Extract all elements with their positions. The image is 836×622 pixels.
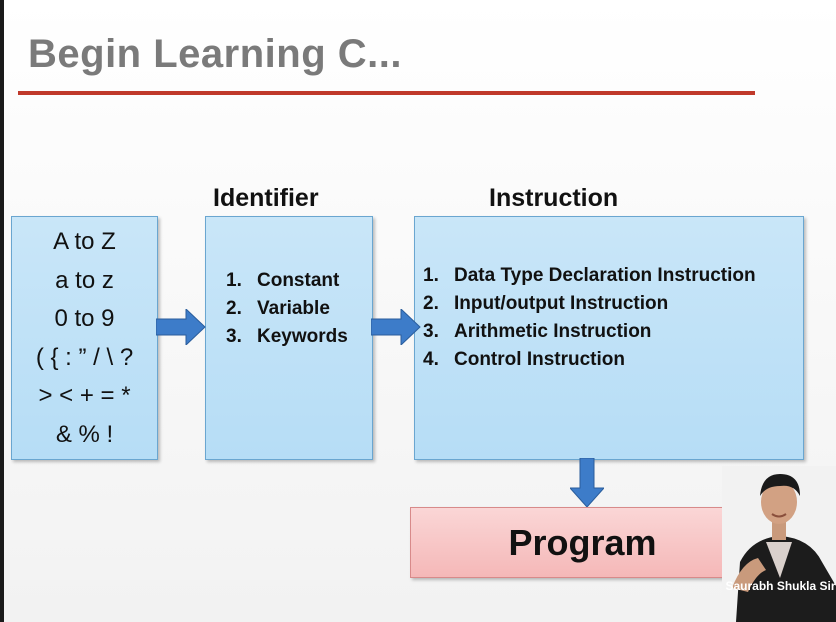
identifier-heading: Identifier [213,184,319,212]
item-label: Arithmetic Instruction [454,321,652,342]
character-set-line: a to z [55,266,114,294]
character-set-list: A to Z a to z 0 to 9 ( { : ” / \ ? > < +… [12,217,157,454]
right-arrow-icon [156,309,206,345]
instruction-list: 1. Data Type Declaration Instruction 2. In… [423,262,756,374]
identifier-item: 2. Variable [226,295,348,323]
item-number: 2. [226,298,242,319]
identifier-item: 1. Constant [226,267,348,295]
item-number: 4. [423,349,439,370]
presenter-photo [722,466,836,622]
character-set-line: & % ! [55,420,114,448]
instruction-item: 2. Input/output Instruction [423,290,756,318]
identifier-list: 1. Constant 2. Variable 3. Keywords [226,267,348,351]
right-arrow-icon [371,309,421,345]
presenter-name: Saurabh Shukla Sir [725,579,836,593]
instruction-item: 4. Control Instruction [423,346,756,374]
item-label: Control Instruction [454,349,625,370]
instruction-heading: Instruction [489,184,619,212]
item-number: 3. [423,321,439,342]
character-set-line: 0 to 9 [54,305,115,332]
character-set-line: A to Z [53,228,116,255]
item-label: Data Type Declaration Instruction [454,265,756,286]
program-box: Program [410,507,755,578]
item-number: 1. [226,270,242,291]
item-number: 3. [226,326,242,347]
character-set-box: A to Z a to z 0 to 9 ( { : ” / \ ? > < +… [11,216,158,460]
item-label: Variable [257,298,330,319]
item-label: Constant [257,270,340,291]
character-set-line: ( { : ” / \ ? [35,343,134,371]
identifier-item: 3. Keywords [226,323,348,351]
item-label: Keywords [257,326,348,347]
slide-title: Begin Learning C... [28,32,402,76]
title-underline [18,91,755,95]
left-edge-bar [0,0,4,622]
character-set-line: > < + = * [38,382,131,409]
item-label: Input/output Instruction [454,293,669,314]
identifier-box: 1. Constant 2. Variable 3. Keywords [205,216,373,460]
item-number: 1. [423,265,439,286]
instruction-item: 1. Data Type Declaration Instruction [423,262,756,290]
instruction-box: 1. Data Type Declaration Instruction 2. In… [414,216,804,460]
instruction-item: 3. Arithmetic Instruction [423,318,756,346]
item-number: 2. [423,293,439,314]
down-arrow-icon [570,458,604,508]
